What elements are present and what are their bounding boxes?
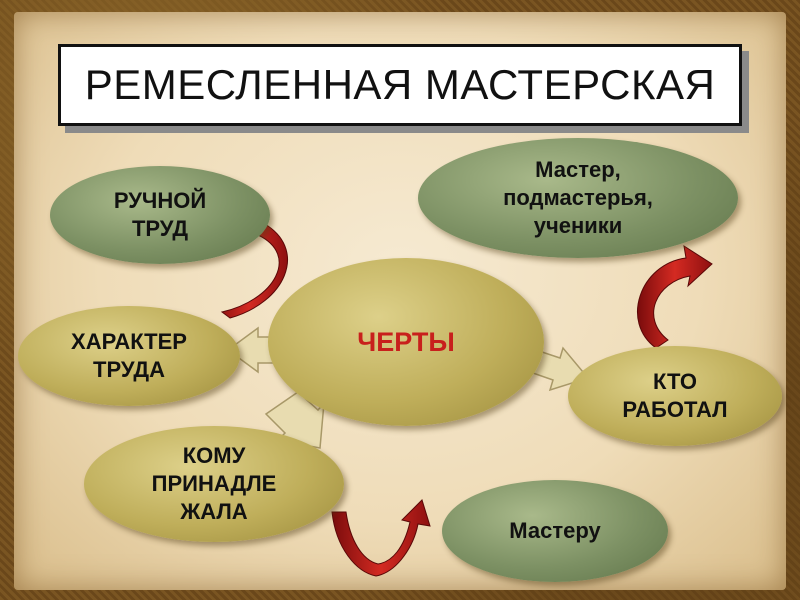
node-master-answer: Мастеру	[442, 480, 668, 582]
node-master-answer-label: Мастеру	[509, 517, 601, 543]
center-label: ЧЕРТЫ	[357, 326, 455, 357]
node-who-worked: КТО РАБОТАЛ	[568, 346, 782, 446]
node-labor-character-label: ХАРАКТЕР ТРУДА	[71, 328, 187, 382]
title-box: РЕМЕСЛЕННАЯ МАСТЕРСКАЯ	[58, 44, 742, 126]
node-belonged-to-label: КОМУ ПРИНАДЛЕ ЖАЛА	[151, 442, 277, 525]
node-manual-labor: РУЧНОЙ ТРУД	[50, 166, 270, 264]
curved-arrow-workers-icon	[637, 244, 713, 349]
node-belonged-to: КОМУ ПРИНАДЛЕ ЖАЛА	[84, 426, 344, 542]
node-who-worked-label: КТО РАБОТАЛ	[622, 368, 728, 422]
node-workers-label: Мастер, подмастерья, ученики	[503, 156, 653, 239]
curved-arrow-master-answer-icon	[331, 499, 431, 577]
node-labor-character: ХАРАКТЕР ТРУДА	[18, 306, 240, 406]
node-workers: Мастер, подмастерья, ученики	[418, 138, 738, 258]
node-manual-labor-label: РУЧНОЙ ТРУД	[113, 187, 207, 241]
center-oval: ЧЕРТЫ	[268, 258, 544, 426]
page-title: РЕМЕСЛЕННАЯ МАСТЕРСКАЯ	[84, 61, 716, 108]
